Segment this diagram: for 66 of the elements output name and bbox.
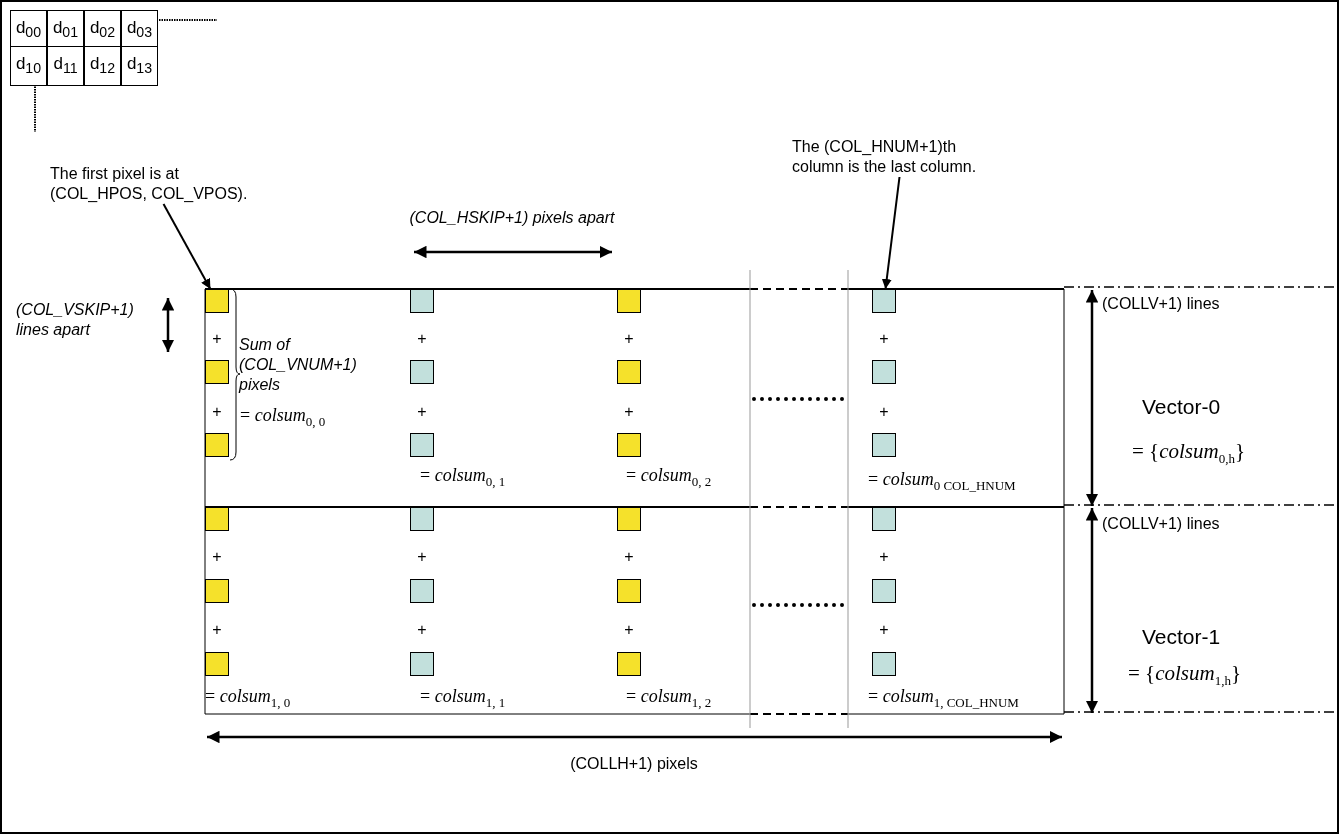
pixel-square [410, 433, 434, 457]
plus-sign: + [211, 620, 223, 640]
formula-text: = colsum$_{1, 2}$ [626, 685, 713, 711]
pixel-square [410, 652, 434, 676]
plus-sign: + [211, 547, 223, 567]
dimension-label: (COLLV+1) lines [1102, 294, 1221, 314]
pixel-square [205, 652, 229, 676]
callout-text: The first pixel is at (COL_HPOS, COL_VPOS). [50, 164, 255, 204]
pixel-square [872, 289, 896, 313]
pixel-square [205, 433, 229, 457]
pixel-square [617, 579, 641, 603]
pixel-square [617, 360, 641, 384]
callout-text: The (COL_HNUM+1)th column is the last column. [792, 137, 1012, 177]
pixel-square [410, 289, 434, 313]
plus-sign: + [416, 329, 428, 349]
plus-sign: + [623, 547, 635, 567]
dimension-label: (COL_VSKIP+1) lines apart [16, 300, 135, 340]
plus-sign: + [211, 402, 223, 422]
formula-text: = colsum$_{0, 0}$ [240, 404, 327, 430]
pixel-square [617, 507, 641, 531]
pixel-square [410, 507, 434, 531]
plus-sign: + [416, 402, 428, 422]
formula-text: = colsum$_{1, COL_HNUM}$ [868, 685, 1020, 711]
dimension-label: (COL_HSKIP+1) pixels apart [408, 208, 616, 228]
plus-sign: + [416, 620, 428, 640]
formula-text: = colsum$_{1, 0}$ [205, 685, 292, 711]
formula-text: = colsum$_{0 COL_HNUM}$ [868, 468, 1017, 494]
dimension-label: (COLLV+1) lines [1102, 514, 1221, 534]
pixel-square [617, 433, 641, 457]
pixel-square [617, 652, 641, 676]
plus-sign: + [623, 329, 635, 349]
pixel-square [205, 360, 229, 384]
dimension-label: (COLLH+1) pixels [569, 754, 699, 774]
vector-label: Vector-0 [1142, 394, 1222, 420]
formula-text: = colsum$_{1, 1}$ [420, 685, 507, 711]
formula-text: = {colsum$_{0,h}$} [1132, 438, 1247, 468]
table-cell: d$_{12}$ [84, 46, 121, 87]
pixel-square [872, 433, 896, 457]
leader-arrow [881, 176, 901, 290]
formula-text: = colsum$_{0, 1}$ [420, 464, 507, 490]
pixel-square [410, 360, 434, 384]
pixel-square [872, 652, 896, 676]
plus-sign: + [623, 620, 635, 640]
plus-sign: + [878, 329, 890, 349]
plus-sign: + [416, 547, 428, 567]
plus-sign: + [878, 620, 890, 640]
formula-text: = colsum$_{0, 2}$ [626, 464, 713, 490]
pixel-square [205, 289, 229, 313]
formula-text: = {colsum$_{1,h}$} [1128, 660, 1243, 690]
plus-sign: + [623, 402, 635, 422]
pixel-square [205, 507, 229, 531]
pixel-square [617, 289, 641, 313]
plus-sign: + [211, 329, 223, 349]
plus-sign: + [878, 547, 890, 567]
plus-sign: + [878, 402, 890, 422]
table-cell: d$_{10}$ [10, 46, 47, 87]
pixel-square [872, 360, 896, 384]
leader-arrow [162, 203, 212, 290]
pixel-square [410, 579, 434, 603]
table-cell: d$_{11}$ [47, 46, 84, 87]
pixel-square [205, 579, 229, 603]
note-text: Sum of (COL_VNUM+1) pixels [239, 335, 358, 395]
pixel-square [872, 507, 896, 531]
table-cell: d$_{13}$ [121, 46, 158, 87]
pixel-square [872, 579, 896, 603]
vector-label: Vector-1 [1142, 624, 1222, 650]
